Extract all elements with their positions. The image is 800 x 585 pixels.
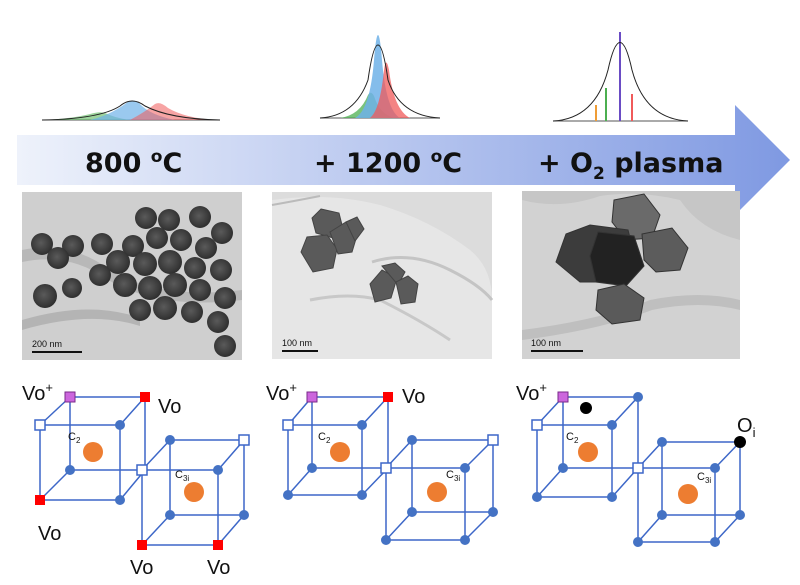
oxygen-interstitial	[734, 436, 746, 448]
vo-vacancy	[213, 540, 223, 550]
c2-label: C2	[68, 431, 81, 445]
oxygen-interstitial	[580, 402, 592, 414]
vo-plus-vacancy	[64, 391, 76, 403]
lattice-1200c: Vo+ Vo C2 C3i	[266, 380, 499, 545]
vo-plus-label: Vo+	[516, 380, 547, 405]
tem-image-1200c: 100 nm	[271, 192, 494, 359]
stage-label-800c: 800 oC	[85, 147, 182, 179]
c2-label: C2	[318, 431, 331, 445]
tem-image-o2-plasma: 100 nm	[522, 191, 740, 359]
oi-label: Oi	[737, 415, 756, 440]
stage-label-1200c: + 1200 oC	[314, 147, 462, 179]
c3i-label: C3i	[175, 469, 189, 483]
vo-label: Vo	[130, 557, 153, 579]
vo-label: Vo	[158, 396, 181, 418]
c2-label: C2	[566, 431, 579, 445]
vo-label: Vo	[402, 386, 425, 408]
stage-label-o2-plasma: + O2 plasma	[538, 148, 723, 184]
vo-plus-label: Vo+	[266, 380, 297, 405]
c3i-label: C3i	[697, 471, 711, 485]
tem-image-800c: 200 nm	[22, 192, 242, 360]
vo-plus-label: Vo+	[22, 380, 53, 405]
vo-label: Vo	[207, 557, 230, 579]
spectrum-o2-plasma	[552, 32, 689, 122]
vo-vacancy	[140, 392, 150, 402]
vo-label: Vo	[38, 523, 61, 545]
scale-bar-label: 200 nm	[32, 339, 62, 349]
c3i-label: C3i	[446, 469, 460, 483]
cation-site-c3i	[184, 482, 204, 502]
vo-vacancy	[137, 540, 147, 550]
cation-site-c2	[83, 442, 103, 462]
lattice-o2-plasma: Vo+ Oi C2 C3i	[516, 380, 756, 547]
spectrum-1200c	[319, 35, 441, 119]
lattice-800c: Vo+ Vo Vo Vo Vo C2 C3i	[22, 380, 250, 579]
vo-vacancy	[35, 495, 45, 505]
scale-bar-label: 100 nm	[282, 338, 312, 348]
process-arrow	[17, 105, 790, 215]
spectrum-800c	[41, 100, 221, 121]
scale-bar-label: 100 nm	[531, 338, 561, 348]
